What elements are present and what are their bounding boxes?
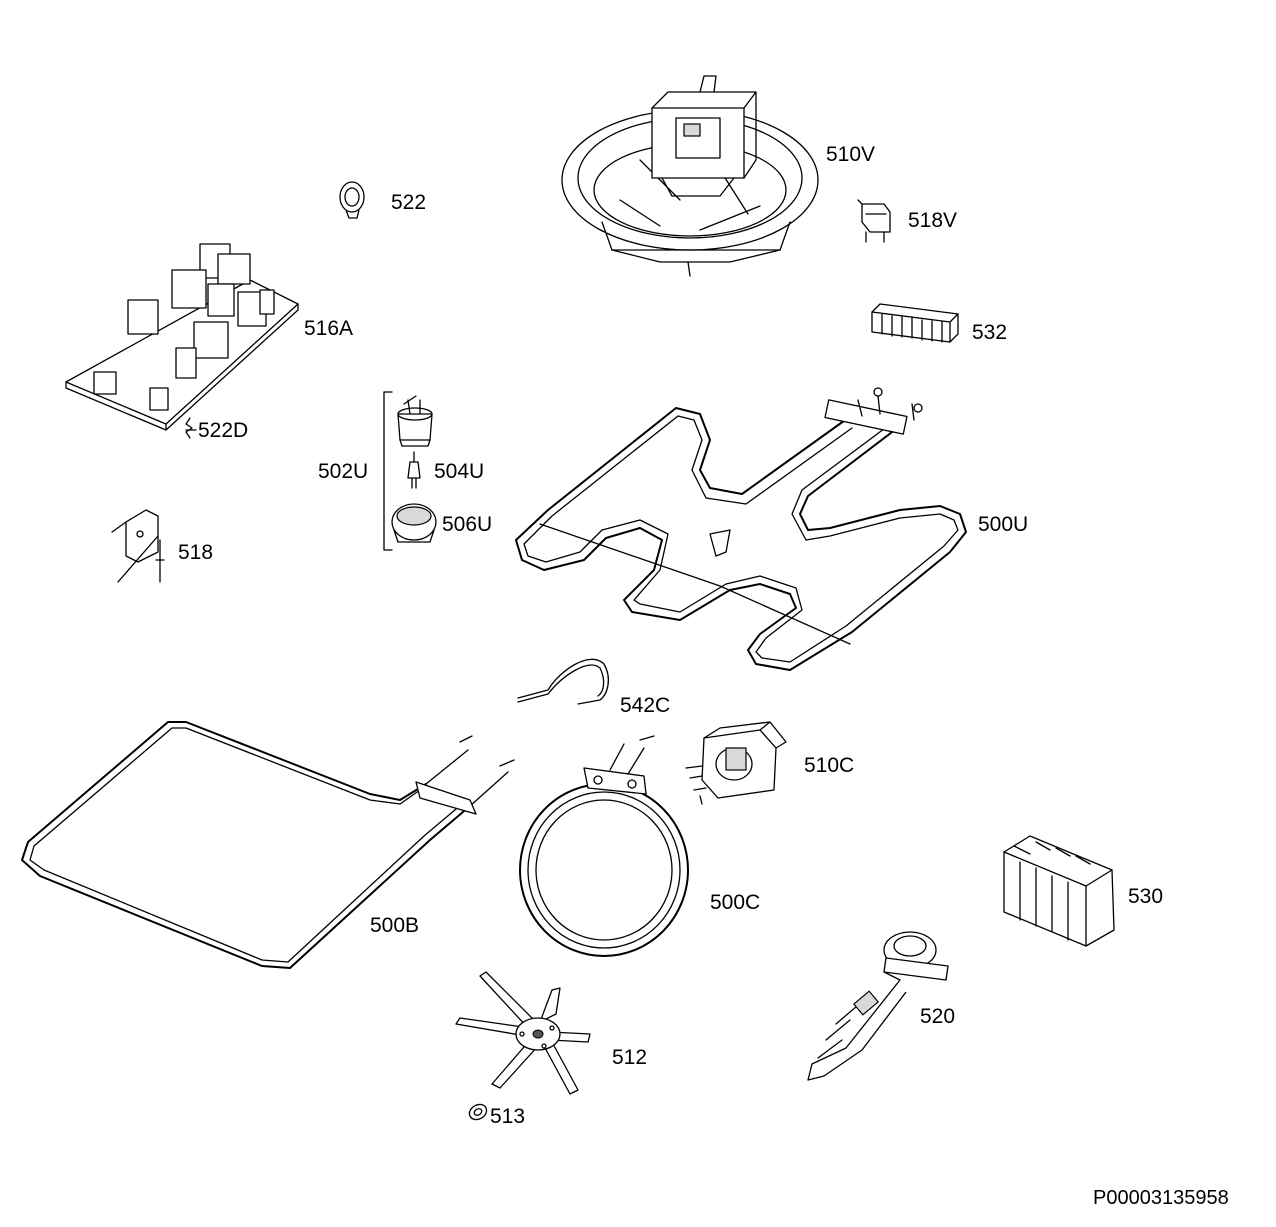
label-518v: 518V bbox=[908, 209, 958, 232]
label-502u: 502U bbox=[318, 460, 369, 483]
part-512-fan-blade bbox=[455, 971, 591, 1095]
part-532-connector bbox=[871, 303, 959, 343]
part-530-terminal-block bbox=[1003, 835, 1115, 947]
label-500b: 500B bbox=[370, 914, 420, 937]
label-510c: 510C bbox=[804, 754, 855, 777]
label-500c: 500C bbox=[710, 891, 761, 914]
part-506u-lamp-cover bbox=[391, 503, 437, 543]
part-504u-lamp bbox=[407, 451, 421, 489]
label-516a: 516A bbox=[304, 317, 354, 340]
label-500u: 500U bbox=[978, 513, 1029, 536]
label-518: 518 bbox=[178, 541, 214, 564]
document-id: P00003135958 bbox=[1093, 1187, 1229, 1209]
label-513: 513 bbox=[490, 1105, 526, 1128]
label-506u: 506U bbox=[442, 513, 493, 536]
label-520: 520 bbox=[920, 1005, 956, 1028]
part-542c-wire-clip bbox=[517, 658, 610, 705]
part-500c-ring-element bbox=[519, 735, 689, 957]
part-lamp-holder bbox=[397, 395, 433, 447]
label-522d: 522D bbox=[198, 419, 249, 442]
part-500b-bottom-element bbox=[21, 721, 515, 969]
part-510c-fan-motor bbox=[685, 721, 787, 805]
group-502u-bracket bbox=[383, 391, 393, 551]
part-522-clip bbox=[339, 181, 365, 219]
label-510v: 510V bbox=[826, 143, 876, 166]
label-530: 530 bbox=[1128, 885, 1164, 908]
part-500u-grill-element bbox=[515, 387, 967, 671]
part-516a-control-board bbox=[65, 243, 299, 431]
label-504u: 504U bbox=[434, 460, 485, 483]
part-510v-fan-motor-housing bbox=[561, 75, 819, 277]
part-513-nut bbox=[468, 1103, 488, 1121]
label-512: 512 bbox=[612, 1046, 648, 1069]
label-522: 522 bbox=[391, 191, 427, 214]
label-532: 532 bbox=[972, 321, 1008, 344]
part-522d-spring bbox=[185, 417, 193, 439]
part-518v-bracket bbox=[857, 199, 891, 243]
part-518-bracket bbox=[111, 509, 165, 583]
label-542c: 542C bbox=[620, 694, 671, 717]
part-520-selector-switch bbox=[807, 931, 949, 1081]
